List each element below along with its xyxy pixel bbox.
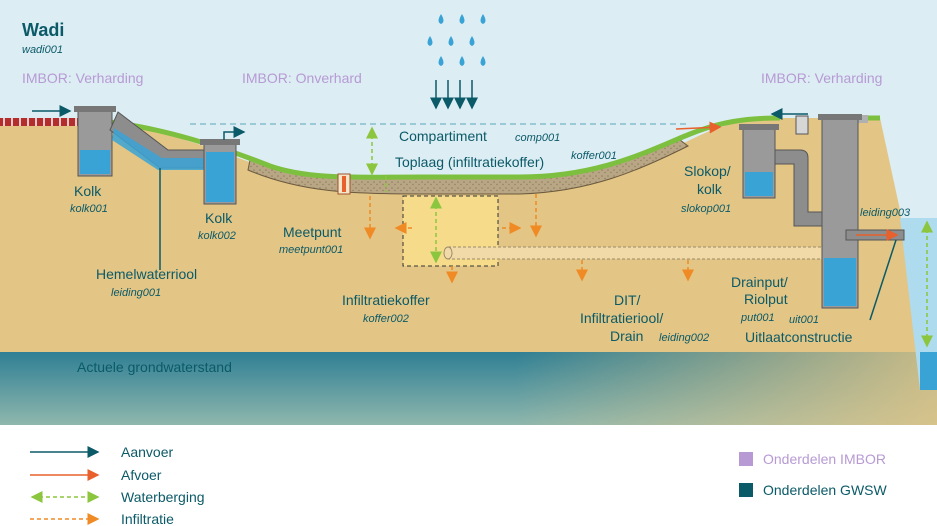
drainput-line2: Riolput [744,291,788,307]
slokop-kolk [739,124,779,199]
legend-gwsw-swatch [739,483,753,497]
legend-gwsw-label: Onderdelen GWSW [763,482,887,498]
waterberging-arrows [366,126,933,348]
infiltratiekoffer-label: Infiltratiekoffer [342,292,430,308]
kolk-2 [200,139,240,205]
legend: Aanvoer Afvoer Waterberging Infiltratie … [30,444,887,526]
kolk1-id: kolk001 [70,203,108,215]
drainput-line1: Drainput/ [731,274,788,290]
paving-right [858,115,868,123]
groundwater-fade [0,352,937,425]
drainput [818,114,862,309]
leiding003-id: leiding003 [860,207,911,219]
legend-imbor-label: Onderdelen IMBOR [763,451,886,467]
meetpunt-id: meetpunt001 [279,244,343,256]
meetpunt-tube [337,173,351,195]
afvoer-arrows [675,121,899,241]
slokop-line1: Slokop/ [684,163,731,179]
aanvoer-arrows [32,105,897,321]
imbor-left-label: IMBOR: Verharding [22,70,143,86]
hemelwaterriool-id: leiding001 [111,287,161,299]
rain-arrows [430,80,478,110]
pit-lid [795,115,809,135]
drain-pipe [443,246,829,260]
infiltratie-arrows [364,194,694,284]
compartiment-label: Compartiment [399,128,487,144]
diagram-title: Wadi [22,20,64,40]
legend-waterberging-label: Waterberging [121,489,205,505]
kolk2-label: Kolk [205,210,233,226]
hemelwaterriool-label: Hemelwaterriool [96,266,197,282]
slokop-line2: kolk [697,181,723,197]
grondwater-label: Actuele grondwaterstand [77,359,232,375]
rain-icon [427,14,486,66]
dit-id: leiding002 [659,332,709,344]
kolk1-label: Kolk [74,183,102,199]
imbor-mid-label: IMBOR: Onverhard [242,70,362,86]
dit-line2: Infiltratieriool/ [580,310,663,326]
pipe-water [112,128,206,170]
legend-aanvoer-label: Aanvoer [121,444,173,460]
pipe-slokop-drainput [774,149,825,227]
meetpunt-label: Meetpunt [283,224,341,240]
compartiment-id: comp001 [515,132,560,144]
kolk2-id: kolk002 [198,230,236,242]
dit-line3: Drain [610,328,643,344]
paving-left-joints [3,118,77,126]
toplaag-label: Toplaag (infiltratiekoffer) [395,154,544,170]
diagram-title-id: wadi001 [22,44,63,56]
dit-line1: DIT/ [614,292,641,308]
surface-water-deep [920,352,937,390]
drainput-id: put001 [740,312,775,324]
uitlaat-label: Uitlaatconstructie [745,329,853,345]
imbor-right-label: IMBOR: Verharding [761,70,882,86]
infiltratiekoffer-id: koffer002 [363,313,409,325]
slokop-id: slokop001 [681,203,731,215]
legend-infiltratie-label: Infiltratie [121,511,174,526]
toplaag-id: koffer001 [571,150,617,162]
legend-imbor-swatch [739,452,753,466]
uitlaat-id: uit001 [789,314,819,326]
kolk-1 [74,106,116,177]
legend-afvoer-label: Afvoer [121,467,162,483]
